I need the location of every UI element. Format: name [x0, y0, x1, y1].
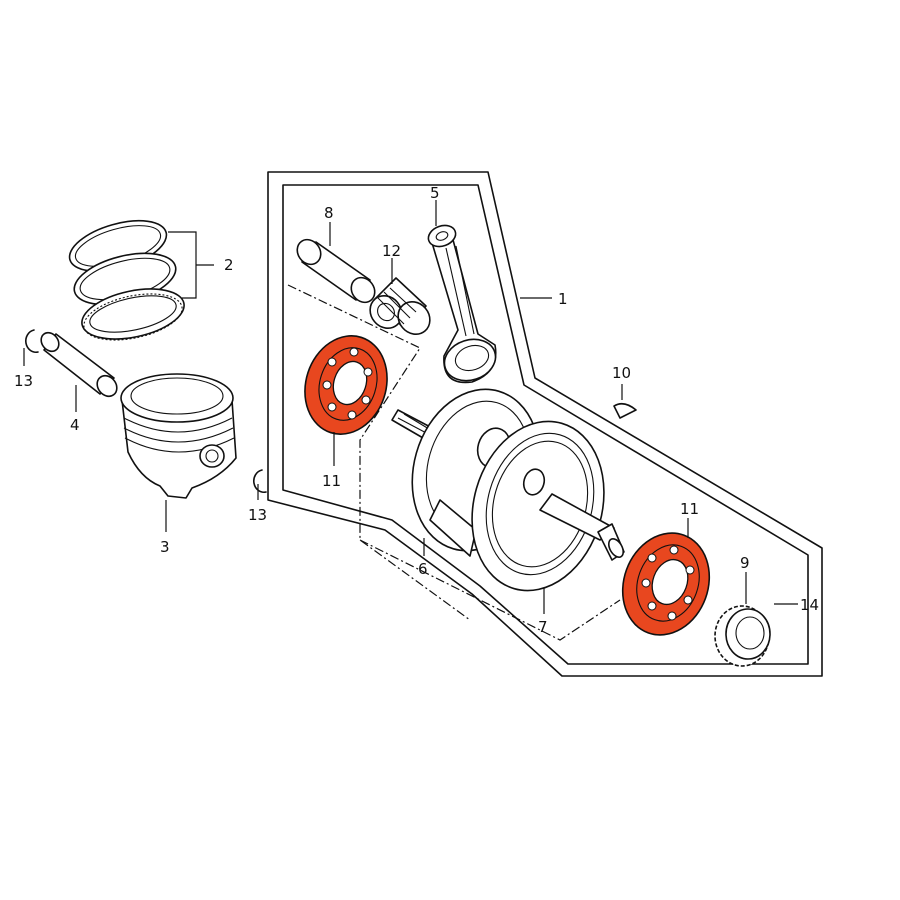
connecting-rod [427, 224, 497, 384]
ball-bearing-right-highlighted [621, 532, 711, 636]
callout-labels: 1 2 3 4 5 6 7 8 9 10 11 11 12 13 13 14 [14, 184, 819, 636]
needle-bearing [369, 277, 431, 336]
crank-pin [296, 238, 376, 304]
inner-group-outline [287, 284, 621, 641]
callout-9: 9 [740, 554, 750, 572]
callout-6: 6 [418, 560, 428, 578]
callout-12: 12 [382, 242, 401, 260]
callout-4: 4 [70, 416, 80, 434]
callout-11-left: 11 [322, 472, 341, 490]
callout-1: 1 [558, 290, 568, 308]
woodruff-key [613, 402, 637, 419]
circlip-right [253, 469, 267, 494]
ball-bearing-left-highlighted [304, 335, 388, 435]
callout-14: 14 [800, 596, 819, 614]
callout-7: 7 [538, 618, 548, 636]
leader-lines [23, 200, 798, 614]
assembly-outline-1 [267, 171, 823, 677]
piston [120, 373, 237, 499]
callout-11-right: 11 [680, 500, 699, 518]
callout-5: 5 [430, 184, 440, 202]
callout-13-right: 13 [248, 506, 267, 524]
piston-pin [40, 331, 118, 398]
callout-8: 8 [324, 204, 334, 222]
piston-rings [68, 219, 214, 341]
timing-sprocket [714, 605, 771, 667]
callout-2: 2 [224, 256, 234, 274]
callout-3: 3 [160, 538, 170, 556]
callout-13-left: 13 [14, 372, 33, 390]
callout-10: 10 [612, 364, 631, 382]
circlip-left [25, 329, 39, 354]
crankshaft-right [471, 420, 625, 592]
